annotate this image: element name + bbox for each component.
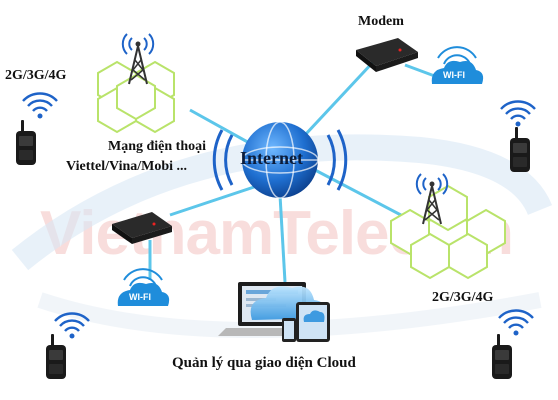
cloud-management-label: Quản lý qua giao diện Cloud [172,355,356,371]
connection-lines [148,58,441,283]
wifi-badge-label: WI-FI [443,70,465,80]
phone-icon [282,318,296,342]
tablet-icon [296,302,330,342]
network-label-left: 2G/3G/4G [5,68,67,83]
link-internet-modem-left [169,183,261,217]
wifi-signal-icon [497,309,535,337]
hexagon-cluster-right [390,185,506,279]
wifi-badge-label: WI-FI [129,292,151,302]
mobile-network-label-line1: Mạng điện thoại [107,139,206,154]
background-swoosh [11,134,553,271]
modem-icon [112,212,172,244]
walkie-talkie-icon [16,120,36,165]
link-internet-cloud [278,194,287,283]
mobile-network-label-line2: Viettel/Vina/Mobi ... [66,159,188,174]
walkie-talkie-icon [46,334,66,379]
network-label-right: 2G/3G/4G [432,290,494,305]
link-internet-modem [303,58,377,137]
internet-label: Internet [240,148,303,168]
modem-label: Modem [358,14,404,29]
wifi-signal-icon [499,100,537,128]
wifi-signal-icon [21,92,59,120]
walkie-talkie-icon [492,334,512,379]
modem-icon [356,38,418,72]
globe-icon [212,121,348,199]
walkie-talkie-icon [510,127,530,172]
cloud-management-devices [218,282,330,342]
